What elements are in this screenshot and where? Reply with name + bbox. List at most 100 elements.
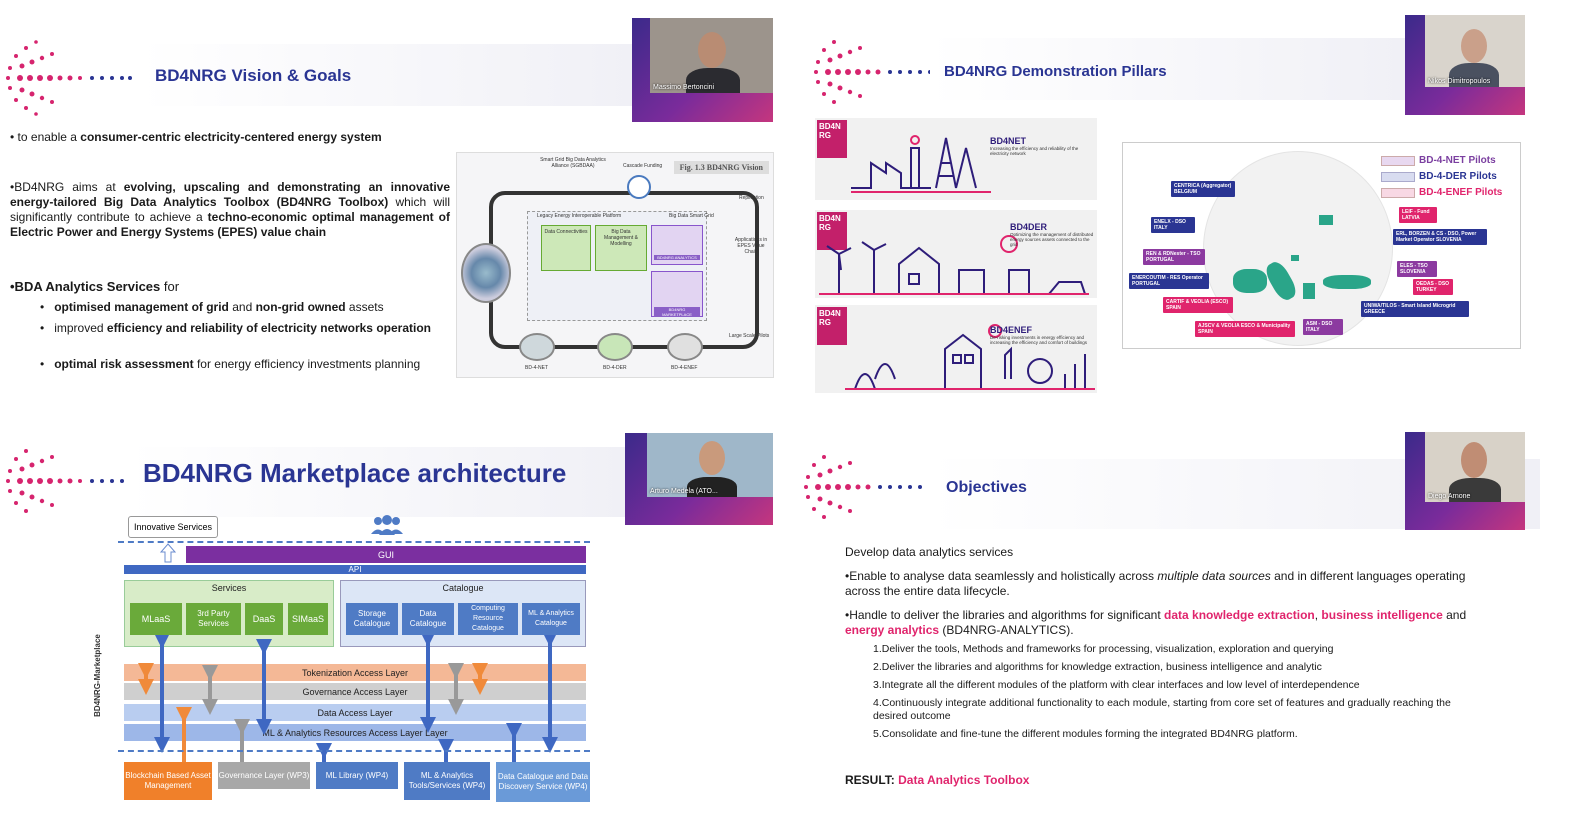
bd4nrg-logo: BD4NRG xyxy=(817,307,847,345)
services-title: Services xyxy=(211,583,247,593)
legend-label: BD-4-NET Pilots xyxy=(1419,155,1496,166)
presenter-name: Massimo Bertoncini xyxy=(653,84,715,91)
dots-logo-icon xyxy=(6,449,124,513)
presenter-name: Arturo Medela (ATO... xyxy=(650,488,718,495)
slide-title: BD4NRG Demonstration Pillars xyxy=(944,63,1167,80)
numbered-item: 3.Integrate all the different modules of… xyxy=(873,679,1360,691)
catalogue-storage[interactable]: Storage Catalogue xyxy=(346,603,398,635)
pilot-label: ASM - DSO ITALY xyxy=(1303,319,1343,335)
pillar-name: BD4DER xyxy=(1010,222,1048,232)
up-arrow-icon xyxy=(160,543,176,563)
pilot-label: CENTRICA (Aggregator) BELGIUM xyxy=(1171,181,1235,197)
presenter-video[interactable]: Arturo Medela (ATO... xyxy=(625,433,773,525)
vision-figure: Fig. 1.3 BD4NRG Vision Smart Grid Big Da… xyxy=(456,152,774,378)
pillar-card-enef: BD4NRG BD4ENEF De-risking investments in… xyxy=(815,305,1097,393)
architecture-arrows xyxy=(138,635,558,775)
figure-label: BD-4-ENEF xyxy=(671,365,698,371)
presenter-video[interactable]: Nikos Dimitropoulos xyxy=(1405,15,1525,115)
pilot-label: ELES - TSO SLOVENIA xyxy=(1397,261,1437,277)
pillar-card-net: BD4NRG BD4NET Increasing the efficiency … xyxy=(815,118,1097,200)
webcam-feed: Nikos Dimitropoulos xyxy=(1425,15,1525,87)
presenter-video[interactable]: Diego Arnone xyxy=(1405,432,1525,530)
catalogue-computing[interactable]: Computing Resource Catalogue xyxy=(458,603,518,635)
header-bar xyxy=(930,38,1410,100)
figure-label: Smart Grid Big Data Analytics Alliance (… xyxy=(540,157,606,169)
pillar-card-der: BD4NRG BD4DER Optimizing the management … xyxy=(815,210,1097,298)
dots-logo-icon xyxy=(804,455,922,519)
service-simaas[interactable]: SIMaaS xyxy=(288,603,328,635)
pilot-label: CARTIF & VEOLIA (ESCO) SPAIN xyxy=(1163,297,1233,313)
service-3rd-party[interactable]: 3rd Party Services xyxy=(186,603,241,635)
catalogue-ml[interactable]: ML & Analytics Catalogue xyxy=(522,603,580,635)
figure-box-green xyxy=(541,225,591,271)
presenter-video[interactable]: Massimo Bertoncini xyxy=(632,18,773,122)
header-bar xyxy=(140,44,640,106)
pilot-label: ENERCOUTIM - RES Operator PORTUGAL xyxy=(1129,273,1209,289)
webcam-feed: Diego Arnone xyxy=(1425,432,1525,502)
dots-logo-icon xyxy=(814,40,932,104)
numbered-item: 2.Deliver the libraries and algorithms f… xyxy=(873,661,1322,673)
figure-label: Replication xyxy=(739,195,764,201)
pillar-name: BD4ENEF xyxy=(990,325,1033,335)
pilot-label: UNIWA/TILOS - Smart Island Microgrid GRE… xyxy=(1361,301,1469,317)
aims-paragraph: •BD4NRG aims at evolving, upscaling and … xyxy=(10,180,450,239)
figure-label: Applications in EPES Value Chain xyxy=(734,237,768,255)
figure-label: BD4NRG ANALYTICS xyxy=(654,255,700,260)
service-mlaas[interactable]: MLaaS xyxy=(130,603,182,635)
figure-title: Fig. 1.3 BD4NRG Vision xyxy=(673,161,769,174)
figure-label: Data Connectivities xyxy=(544,229,588,235)
webcam-feed: Arturo Medela (ATO... xyxy=(647,433,773,497)
legend-box: BD-4-NET Pilots BD-4-DER Pilots BD-4-ENE… xyxy=(1381,151,1521,203)
presenter-name: Diego Arnone xyxy=(1428,493,1471,500)
data-catalogue-box: Data Catalogue and Data Discovery Servic… xyxy=(496,762,590,802)
service-daas[interactable]: DaaS xyxy=(245,603,283,635)
innovative-services-box: Innovative Services xyxy=(128,516,218,538)
slide-title: BD4NRG Marketplace architecture xyxy=(143,458,567,488)
figure-icon xyxy=(627,175,651,199)
pilot-label: AJSCV & VEOLIA ESCO & Municipality SPAIN xyxy=(1195,321,1295,337)
pilot-label: LEIF - Fund LATVIA xyxy=(1399,207,1437,223)
pilot-label: ERL, BORZEN & CS - DSO, Power Market Ope… xyxy=(1393,229,1487,245)
dashed-line-top xyxy=(118,541,590,543)
map-land-iberia xyxy=(1233,269,1267,293)
pillar-desc: Optimizing the management of distributed… xyxy=(1010,232,1094,247)
pilot-icon-der xyxy=(597,333,633,361)
map-land-turkey xyxy=(1323,275,1371,289)
catalogue-title: Catalogue xyxy=(442,583,484,593)
slide-vision-goals: BD4NRG Vision & Goals Massimo Bertoncini… xyxy=(0,0,780,410)
objective-bullet-2: •Handle to deliver the libraries and alg… xyxy=(845,608,1467,637)
slide-objectives: Objectives Diego Arnone Develop data ana… xyxy=(800,425,1560,834)
catalogue-data[interactable]: Data Catalogue xyxy=(402,603,454,635)
map-land-slovenia xyxy=(1291,255,1299,261)
presenter-name: Nikos Dimitropoulos xyxy=(1428,78,1491,85)
figure-label: Large Scale Pilots xyxy=(729,333,770,339)
objective-bullet-1: •Enable to analyse data seamlessly and h… xyxy=(845,569,1466,598)
gui-bar: GUI xyxy=(186,546,586,563)
sub-bullet-3: • optimal risk assessment for energy eff… xyxy=(40,357,421,371)
side-label: BD4NRG-Marketplace xyxy=(92,634,102,717)
pilot-icon-enef xyxy=(667,333,703,361)
slide-title: Objectives xyxy=(946,479,1027,496)
slide-demonstration-pillars: BD4NRG Demonstration Pillars Nikos Dimit… xyxy=(800,0,1560,410)
webcam-feed: Massimo Bertoncini xyxy=(650,18,773,93)
figure-label: Legacy Energy Interoperable Platform xyxy=(537,213,622,219)
intro-text: Develop data analytics services xyxy=(845,545,1014,559)
bullet-1: • to enable a consumer-centric electrici… xyxy=(10,130,382,144)
pilot-label: REN & RDNester - TSO PORTUGAL xyxy=(1143,249,1205,265)
pillar-desc: De-risking investments in energy efficie… xyxy=(990,335,1087,345)
ml-tools-box: ML & Analytics Tools/Services (WP4) xyxy=(404,762,490,800)
governance-layer: Governance Access Layer xyxy=(124,683,586,700)
legend-der-swatch-icon xyxy=(1381,171,1415,182)
bda-heading: •BDA Analytics Services for xyxy=(10,279,180,294)
figure-label: BD4NRG MARKETPLACE xyxy=(654,307,700,317)
dots-logo-icon xyxy=(6,40,132,116)
sub-bullet-1: • optimised management of grid and non-g… xyxy=(40,300,384,314)
pillar-name: BD4NET xyxy=(990,136,1027,146)
slide-marketplace-architecture: BD4NRG Marketplace architecture Arturo M… xyxy=(0,425,780,834)
governance-wp3-box: Governance Layer (WP3) xyxy=(218,762,310,789)
legend-der: BD-4-DER Pilots xyxy=(1381,171,1497,182)
legend-enef: BD-4-ENEF Pilots xyxy=(1381,187,1502,198)
users-icon xyxy=(371,515,403,535)
map-land-greece xyxy=(1303,283,1315,299)
ml-library-box: ML Library (WP4) xyxy=(316,762,398,789)
